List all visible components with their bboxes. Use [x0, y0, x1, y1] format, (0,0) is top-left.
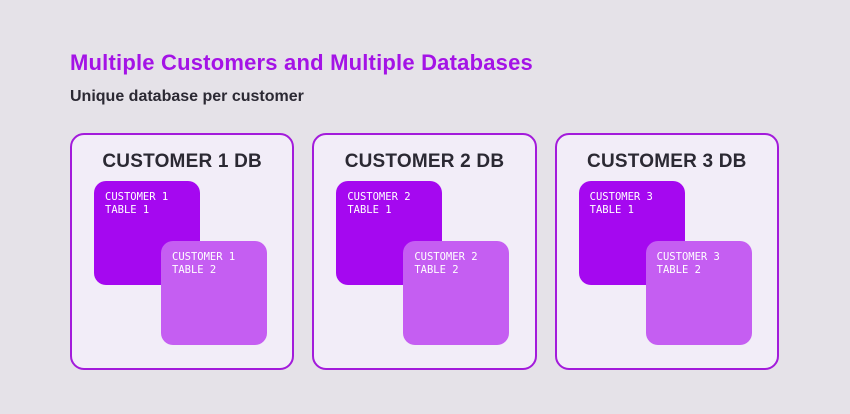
- database-card-title: CUSTOMER 3 DB: [587, 151, 747, 172]
- table-label-line-2: TABLE 1: [589, 203, 634, 216]
- page-subtitle: Unique database per customer: [70, 88, 304, 105]
- table-label-line-1: CUSTOMER 2: [414, 251, 478, 263]
- table-label-line-1: CUSTOMER 2: [347, 191, 411, 203]
- table-label-line-1: CUSTOMER 3: [656, 251, 720, 263]
- database-card-customer-3: CUSTOMER 3 DB CUSTOMER 3 TABLE 1 CUSTOME…: [554, 133, 779, 370]
- table-label-line-2: TABLE 1: [347, 203, 392, 216]
- table-box-customer-3-table-2: CUSTOMER 3 TABLE 2: [645, 241, 752, 345]
- table-label-line-2: TABLE 2: [656, 263, 701, 276]
- table-box-customer-1-table-2: CUSTOMER 1 TABLE 2: [161, 241, 267, 345]
- table-label-line-2: TABLE 2: [172, 263, 217, 276]
- table-box-customer-1-table-1: CUSTOMER 1 TABLE 1: [94, 181, 200, 285]
- table-label-line-2: TABLE 1: [105, 203, 150, 216]
- table-box-customer-2-table-2: CUSTOMER 2 TABLE 2: [403, 241, 510, 345]
- database-card-title: CUSTOMER 1 DB: [102, 151, 262, 172]
- database-card-customer-2: CUSTOMER 2 DB CUSTOMER 2 TABLE 1 CUSTOME…: [312, 133, 537, 370]
- page-title: Multiple Customers and Multiple Database…: [70, 50, 533, 75]
- table-label-line-1: CUSTOMER 1: [105, 191, 169, 203]
- database-card-customer-1: CUSTOMER 1 DB CUSTOMER 1 TABLE 1 CUSTOME…: [70, 133, 295, 370]
- database-card-title: CUSTOMER 2 DB: [344, 151, 505, 172]
- table-label-line-1: CUSTOMER 1: [172, 251, 236, 263]
- database-cards-row: CUSTOMER 1 DB CUSTOMER 1 TABLE 1 CUSTOME…: [70, 133, 779, 370]
- table-label-line-1: CUSTOMER 3: [589, 191, 653, 203]
- table-label-line-2: TABLE 2: [414, 263, 459, 276]
